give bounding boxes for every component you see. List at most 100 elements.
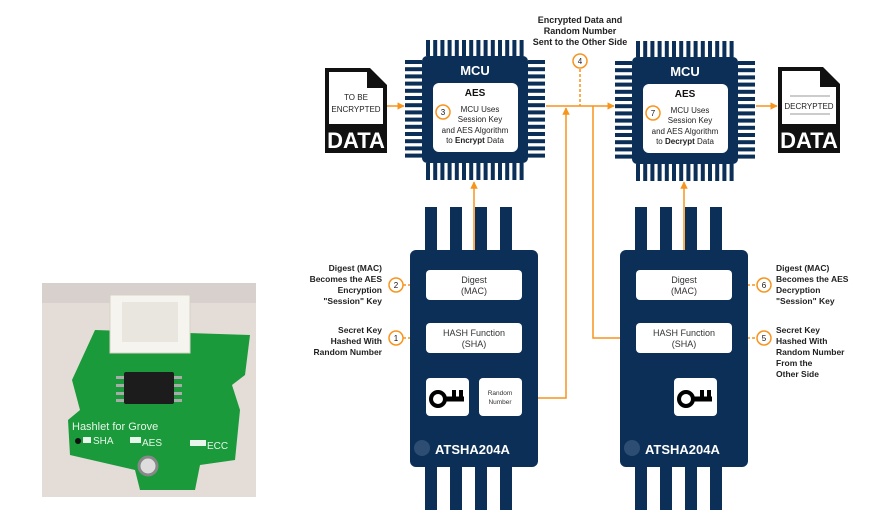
step-4-label: Encrypted Data and Random Number Sent to… (533, 15, 628, 69)
pin (450, 207, 462, 252)
pin (693, 41, 698, 57)
step-2-label: Digest (MAC) Becomes the AES Encryption … (310, 263, 383, 306)
pin (635, 465, 647, 510)
pin (615, 75, 632, 80)
pin (686, 164, 691, 181)
digest-mac-box (426, 270, 522, 300)
step-5-label: Secret Key Hashed With Random Number Fro… (776, 325, 845, 379)
pin (729, 41, 734, 57)
pin (405, 132, 422, 136)
receiver-atsha204a-chip: Digest(MAC)HASH Function(SHA)ATSHA204A (620, 207, 748, 510)
pin (738, 133, 755, 137)
to-be-encrypted-data-file-icon: TO BE ENCRYPTED DATA (325, 68, 387, 153)
svg-text:Random Number: Random Number (544, 26, 617, 36)
pin (405, 67, 422, 72)
step-number: 7 (651, 109, 656, 118)
svg-text:MCU Uses: MCU Uses (671, 106, 710, 115)
svg-text:Decryption: Decryption (776, 285, 820, 295)
pin (462, 40, 466, 56)
hash-function-box (636, 323, 732, 353)
pin (528, 132, 545, 136)
pin (405, 96, 422, 100)
pin (528, 110, 545, 115)
svg-text:From the: From the (776, 358, 813, 368)
pin (643, 41, 648, 57)
svg-text:Session Key: Session Key (668, 116, 712, 125)
pin (475, 207, 487, 252)
pin (615, 68, 632, 73)
board-title: Hashlet for Grove (72, 421, 158, 433)
pin (469, 163, 474, 180)
svg-text:Random Number: Random Number (776, 347, 845, 357)
pin (500, 465, 512, 510)
pin (738, 125, 755, 130)
board-option-sha: SHA (93, 436, 114, 447)
pin (483, 163, 488, 180)
svg-text:DECRYPTED: DECRYPTED (784, 102, 833, 111)
svg-text:DATA: DATA (780, 128, 838, 153)
pin (498, 40, 502, 56)
pin (528, 60, 545, 64)
board-option-aes: AES (142, 438, 162, 449)
pin (738, 75, 755, 80)
pin (664, 41, 669, 57)
pin (738, 89, 755, 94)
pin (483, 40, 488, 56)
pin (462, 163, 466, 180)
pin (722, 164, 727, 181)
svg-text:Hashed With: Hashed With (331, 336, 382, 346)
mcu-description: to Encrypt Data (446, 136, 504, 145)
random-number-box (479, 378, 522, 416)
svg-text:Encrypted Data and: Encrypted Data and (538, 15, 623, 25)
svg-text:Random: Random (488, 390, 513, 397)
decrypted-data-file-icon: DECRYPTED DATA (778, 67, 840, 153)
svg-text:DATA: DATA (327, 128, 385, 153)
svg-text:(MAC): (MAC) (671, 286, 697, 296)
svg-text:Number: Number (488, 399, 512, 406)
pin (505, 163, 510, 180)
svg-text:Secret Key: Secret Key (338, 325, 382, 335)
pin (528, 117, 545, 122)
pin (679, 164, 684, 181)
pin (657, 164, 662, 181)
pin (405, 124, 422, 129)
pin (498, 163, 502, 180)
svg-text:Session Key: Session Key (458, 115, 502, 124)
svg-text:ENCRYPTED: ENCRYPTED (331, 105, 380, 114)
pin (738, 82, 755, 87)
mcu-title: MCU (460, 63, 490, 78)
pin (615, 104, 632, 109)
svg-text:Sent to the Other Side: Sent to the Other Side (533, 37, 628, 47)
pin (425, 207, 437, 252)
pin (615, 125, 632, 130)
pin (738, 118, 755, 123)
pin (679, 41, 684, 57)
step-number: 2 (394, 281, 399, 290)
aes-label: AES (465, 88, 486, 99)
pin (615, 61, 632, 65)
step-number: 6 (762, 281, 767, 290)
svg-text:Digest (MAC): Digest (MAC) (329, 263, 383, 273)
pin (512, 40, 517, 56)
pin (738, 97, 755, 101)
svg-text:Secret Key: Secret Key (776, 325, 820, 335)
pin (738, 147, 755, 152)
svg-text:MCU Uses: MCU Uses (461, 105, 500, 114)
board-option-ecc: ECC (207, 441, 228, 452)
pin (715, 164, 720, 181)
pin (636, 41, 640, 57)
pin (710, 207, 722, 252)
svg-text:4: 4 (578, 57, 583, 66)
svg-text:(SHA): (SHA) (672, 339, 697, 349)
pin (664, 164, 669, 181)
pin (710, 465, 722, 510)
pin (657, 41, 662, 57)
pin (405, 139, 422, 144)
pin (722, 41, 727, 57)
pin (528, 153, 545, 158)
pin (519, 40, 524, 56)
svg-text:HASH Function: HASH Function (653, 328, 715, 338)
pin (528, 88, 545, 93)
